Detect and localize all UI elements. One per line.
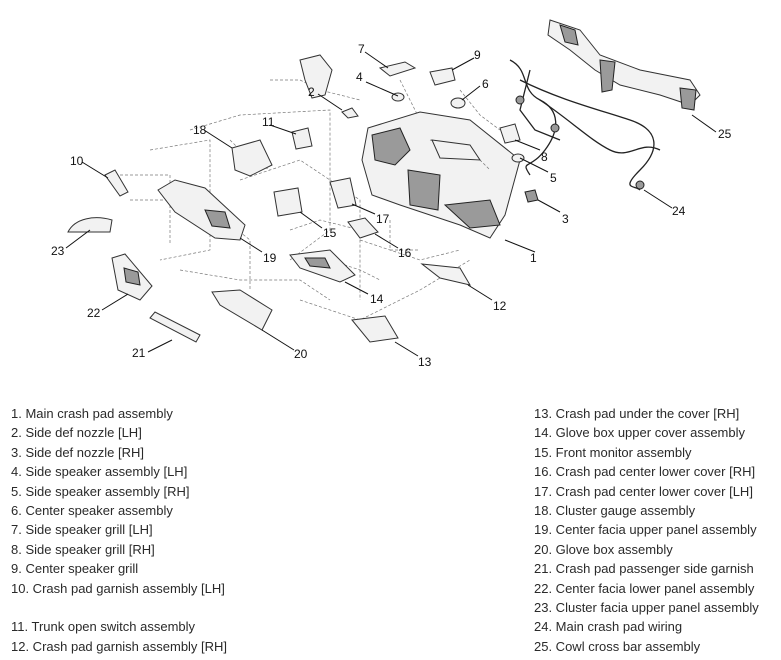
cluster-area-drawing <box>104 127 313 197</box>
glove-box-upper-cover-drawing <box>289 249 356 283</box>
legend-item: 1. Main crash pad assembly <box>11 406 173 421</box>
legend-item: 20. Glove box assembly <box>534 541 673 557</box>
callout-5: 5 <box>550 171 557 185</box>
legend-spacer <box>11 598 227 617</box>
cluster-facia-upper-drawing <box>67 217 113 233</box>
parts-legend-left: 1. Main crash pad assembly 2. Side def n… <box>11 404 227 656</box>
legend-item: 10. Crash pad garnish assembly [LH] <box>11 580 225 596</box>
under-cover-rh-drawing <box>351 315 399 343</box>
callout-15: 15 <box>323 226 337 240</box>
callout-11: 11 <box>262 115 275 129</box>
exploded-parts-diagram: 1 2 3 4 5 6 7 8 9 10 11 12 13 14 15 16 1… <box>51 19 732 369</box>
legend-item: 25. Cowl cross bar assembly <box>534 638 701 654</box>
legend-item: 8. Side speaker grill [RH] <box>11 541 155 557</box>
callout-12: 12 <box>493 299 507 313</box>
callout-4: 4 <box>356 70 363 84</box>
legend-item: 7. Side speaker grill [LH] <box>11 522 153 538</box>
legend-item: 15. Front monitor assembly <box>534 444 692 460</box>
callout-19: 19 <box>263 251 277 265</box>
legend-item: 13. Crash pad under the cover [RH] <box>534 406 740 421</box>
nozzle-and-grill-drawing <box>499 123 539 203</box>
callout-14: 14 <box>370 292 384 306</box>
legend-item: 17. Crash pad center lower cover [LH] <box>534 483 753 499</box>
main-crash-pad-drawing <box>361 111 521 239</box>
callout-10: 10 <box>70 154 84 168</box>
legend-item: 19. Center facia upper panel assembly <box>534 522 757 538</box>
rh-garnish-drawing <box>420 263 472 286</box>
cowl-cross-bar-drawing <box>509 19 701 191</box>
callout-23: 23 <box>51 244 65 258</box>
callout-6: 6 <box>482 77 489 91</box>
legend-item: 11. Trunk open switch assembly <box>11 619 196 635</box>
legend-item: 4. Side speaker assembly [LH] <box>11 464 188 480</box>
callout-25: 25 <box>718 127 732 141</box>
callout-1: 1 <box>530 251 537 265</box>
legend-item: 21. Crash pad passenger side garnish <box>534 561 754 577</box>
legend-item: 3. Side def nozzle [RH] <box>11 444 144 460</box>
callout-24: 24 <box>672 204 686 218</box>
leader-lines <box>65 51 717 357</box>
callout-7: 7 <box>358 42 365 56</box>
callout-17: 17 <box>376 212 390 226</box>
legend-item: 14. Glove box upper cover assembly <box>534 425 745 441</box>
legend-item: 2. Side def nozzle [LH] <box>11 425 142 441</box>
callout-8: 8 <box>541 150 548 164</box>
callout-9: 9 <box>474 48 481 62</box>
legend-item: 9. Center speaker grill <box>11 561 139 577</box>
callout-16: 16 <box>398 246 412 260</box>
legend-item: 12. Crash pad garnish assembly [RH] <box>11 638 228 654</box>
callout-21: 21 <box>132 346 146 360</box>
monitor-and-covers-drawing <box>273 177 379 239</box>
legend-item: 23. Cluster facia upper panel assembly <box>534 599 759 615</box>
callout-18: 18 <box>193 123 207 137</box>
center-facia-lower-drawing <box>111 253 153 301</box>
parts-legend-right: 13. Crash pad under the cover [RH] 14. G… <box>534 404 759 656</box>
legend-item: 6. Center speaker assembly <box>11 502 173 518</box>
center-facia-upper-drawing <box>157 179 246 241</box>
legend-item: 16. Crash pad center lower cover [RH] <box>534 464 756 480</box>
speaker-parts-drawing <box>299 54 466 119</box>
callout-2: 2 <box>308 85 315 99</box>
callout-13: 13 <box>418 355 432 369</box>
callout-labels: 1 2 3 4 5 6 7 8 9 10 11 12 13 14 15 16 1… <box>51 42 732 369</box>
legend-item: 5. Side speaker assembly [RH] <box>11 483 190 499</box>
legend-item: 22. Center facia lower panel assembly <box>534 580 755 596</box>
legend-item: 18. Cluster gauge assembly <box>534 502 696 518</box>
legend-item: 24. Main crash pad wiring <box>534 619 683 635</box>
callout-22: 22 <box>87 306 101 320</box>
glove-box-drawing <box>149 289 273 343</box>
callout-3: 3 <box>562 212 569 226</box>
callout-20: 20 <box>294 347 308 361</box>
